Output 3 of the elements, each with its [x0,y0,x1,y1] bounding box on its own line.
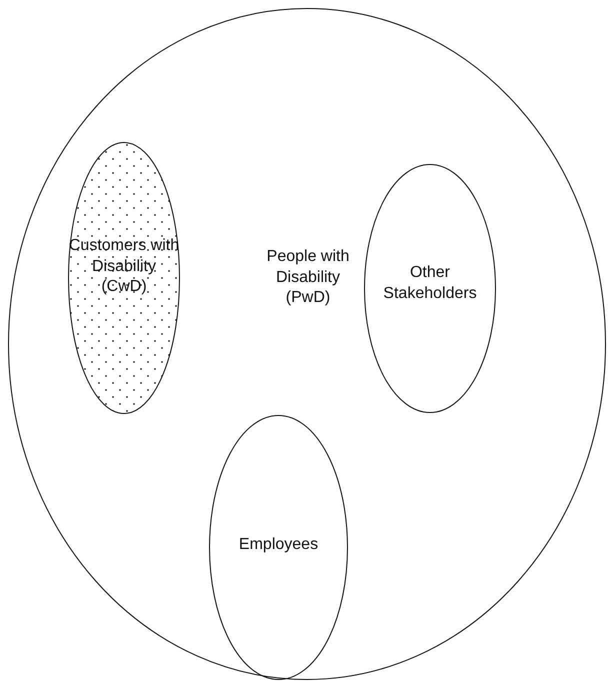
node-label: Employees [238,534,320,555]
node-label: Other Stakeholders [382,263,478,304]
node-label: People with Disability (PwD) [266,246,350,308]
